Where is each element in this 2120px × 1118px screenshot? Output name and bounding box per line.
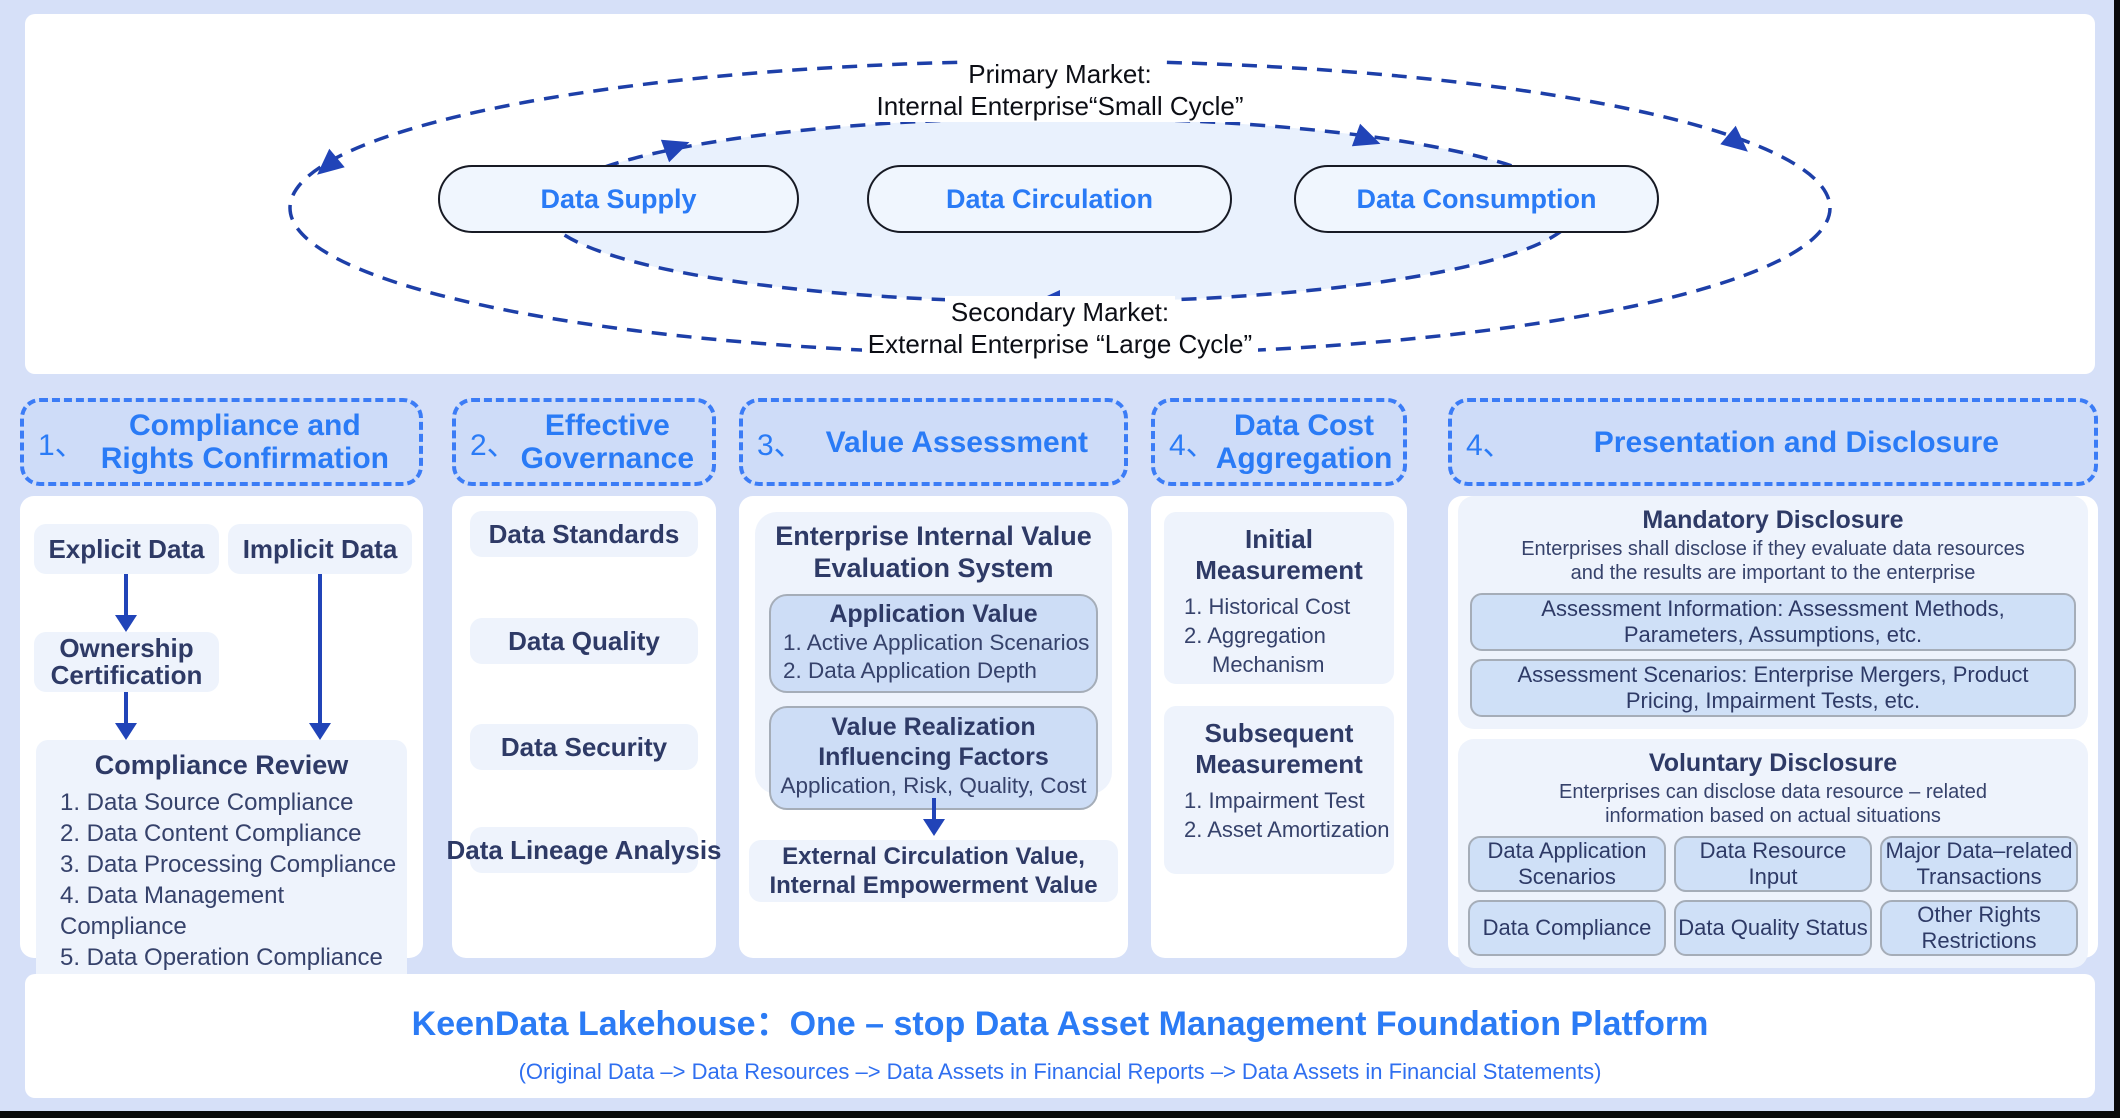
data-supply-pill: Data Supply xyxy=(438,165,799,233)
column-body-effective-governance: Data Standards Data Quality Data Securit… xyxy=(446,496,722,958)
column-title: Value Assessment xyxy=(825,425,1089,459)
assessment-information-chip: Assessment Information: Assessment Metho… xyxy=(1470,593,2076,651)
mandatory-disclosure-subtitle: Enterprises shall disclose if they evalu… xyxy=(1521,538,2025,584)
flow-arrow-icon xyxy=(1720,125,1748,152)
list-item: 1. Active Application Scenarios xyxy=(783,630,1090,655)
column-number: 3、 xyxy=(757,429,804,462)
value-realization-factors-box: Value Realization Influencing Factors Ap… xyxy=(769,706,1098,810)
data-application-scenarios-chip: Data Application Scenarios xyxy=(1468,836,1666,892)
column-title: Presentation and Disclosure xyxy=(1593,425,1999,459)
initial-measurement-title: Initial Measurement xyxy=(1195,524,1363,585)
list-item: 3. Data Processing Compliance xyxy=(60,851,397,878)
column-body-value-assessment: Enterprise Internal Value Evaluation Sys… xyxy=(739,496,1128,958)
market-cycle-panel: Primary Market: Internal Enterprise“Smal… xyxy=(25,14,2095,374)
value-realization-factors-title: Value Realization Influencing Factors xyxy=(818,713,1049,771)
list-item: 5. Data Operation Compliance xyxy=(60,944,383,971)
column-header-effective-governance: 2、 Effective Governance xyxy=(452,398,716,486)
list-item: 2. Asset Amortization xyxy=(1184,817,1390,842)
data-compliance-chip: Data Compliance xyxy=(1468,900,1666,956)
subsequent-measurement-box: Subsequent Measurement 1. Impairment Tes… xyxy=(1164,706,1394,874)
down-arrow-icon xyxy=(931,798,936,820)
other-rights-restrictions-chip: Other Rights Restrictions xyxy=(1880,900,2078,956)
mandatory-disclosure-title: Mandatory Disclosure xyxy=(1642,506,1904,534)
flow-arrow-icon xyxy=(317,148,345,175)
ownership-certification-box: Ownership Certification xyxy=(34,632,219,692)
application-value-title: Application Value xyxy=(829,600,1038,628)
assessment-scenarios-chip: Assessment Scenarios: Enterprise Mergers… xyxy=(1470,659,2076,717)
column-header-presentation-disclosure: 4、 Presentation and Disclosure xyxy=(1448,398,2098,486)
application-value-box: Application Value 1. Active Application … xyxy=(769,594,1098,693)
data-quality-box: Data Quality xyxy=(470,618,698,664)
column-title: Effective Governance xyxy=(520,409,695,475)
explicit-data-box: Explicit Data xyxy=(34,524,219,574)
list-item: 4. Data Management Compliance xyxy=(60,882,285,940)
column-body-compliance-rights: Explicit Data Implicit Data Ownership Ce… xyxy=(20,496,423,987)
compliance-review-box: Compliance Review 1. Data Source Complia… xyxy=(36,740,407,987)
initial-measurement-list: 1. Historical Cost 2. Aggregation Mechan… xyxy=(1164,592,1394,679)
flow-arrow-icon xyxy=(660,139,690,163)
list-item: 1. Impairment Test xyxy=(1184,788,1365,813)
primary-market-line1: Primary Market: xyxy=(962,58,1158,90)
voluntary-chip-grid: Data Application Scenarios Data Resource… xyxy=(1468,836,2078,956)
column-effective-governance: 2、 Effective Governance Data Standards D… xyxy=(446,398,722,958)
down-arrow-icon xyxy=(124,692,128,724)
circulation-value-box: External Circulation Value, Internal Emp… xyxy=(749,840,1118,902)
voluntary-disclosure-subtitle: Enterprises can disclose data resource –… xyxy=(1558,781,1987,827)
list-item: 2. Aggregation Mechanism xyxy=(1184,623,1326,677)
down-arrow-icon xyxy=(124,574,128,616)
secondary-market-line2: External Enterprise “Large Cycle” xyxy=(861,328,1259,360)
evaluation-system-title: Enterprise Internal Value Evaluation Sys… xyxy=(775,521,1092,583)
initial-measurement-box: Initial Measurement 1. Historical Cost 2… xyxy=(1164,512,1394,684)
column-title: Data Cost Aggregation xyxy=(1215,409,1393,475)
data-standards-box: Data Standards xyxy=(470,511,698,557)
primary-market-label: Primary Market: Internal Enterprise“Smal… xyxy=(25,58,2095,122)
column-number: 1、 xyxy=(38,429,85,462)
column-value-assessment: 3、 Value Assessment Enterprise Internal … xyxy=(739,398,1128,958)
implicit-data-box: Implicit Data xyxy=(228,524,412,574)
major-data-related-transactions-chip: Major Data–related Transactions xyxy=(1880,836,2078,892)
list-item: 1. Data Source Compliance xyxy=(60,789,354,816)
platform-subtitle: (Original Data –> Data Resources –> Data… xyxy=(518,1059,1602,1084)
column-body-presentation-disclosure: Mandatory Disclosure Enterprises shall d… xyxy=(1448,496,2098,968)
platform-title: KeenData Lakehouse：One – stop Data Asset… xyxy=(411,1005,1709,1043)
data-resource-input-chip: Data Resource Input xyxy=(1674,836,1872,892)
column-presentation-disclosure: 4、 Presentation and Disclosure Mandatory… xyxy=(1448,398,2098,968)
column-compliance-rights: 1、 Compliance and Rights Confirmation Ex… xyxy=(20,398,423,987)
application-value-list: 1. Active Application Scenarios 2. Data … xyxy=(771,629,1096,685)
column-number: 4、 xyxy=(1169,429,1216,462)
column-title: Compliance and Rights Confirmation xyxy=(100,409,389,475)
secondary-market-label: Secondary Market: External Enterprise “L… xyxy=(25,296,2095,360)
secondary-market-line1: Secondary Market: xyxy=(944,296,1176,328)
data-security-box: Data Security xyxy=(470,724,698,770)
voluntary-disclosure-title: Voluntary Disclosure xyxy=(1648,749,1898,777)
evaluation-system-box: Enterprise Internal Value Evaluation Sys… xyxy=(755,512,1112,810)
column-header-data-cost-aggregation: 4、 Data Cost Aggregation xyxy=(1151,398,1407,486)
column-number: 2、 xyxy=(470,429,517,462)
compliance-review-list: 1. Data Source Compliance 2. Data Conten… xyxy=(36,787,407,973)
subsequent-measurement-list: 1. Impairment Test 2. Asset Amortization xyxy=(1164,786,1394,844)
column-header-value-assessment: 3、 Value Assessment xyxy=(739,398,1128,486)
column-body-data-cost-aggregation: Initial Measurement 1. Historical Cost 2… xyxy=(1151,496,1407,958)
column-data-cost-aggregation: 4、 Data Cost Aggregation Initial Measure… xyxy=(1151,398,1407,958)
primary-market-line2: Internal Enterprise“Small Cycle” xyxy=(870,90,1250,122)
data-consumption-pill: Data Consumption xyxy=(1294,165,1659,233)
list-item: 2. Data Application Depth xyxy=(783,658,1037,683)
data-lineage-analysis-box: Data Lineage Analysis xyxy=(446,827,722,873)
subsequent-measurement-title: Subsequent Measurement xyxy=(1195,718,1363,779)
data-circulation-pill: Data Circulation xyxy=(867,165,1232,233)
data-quality-status-chip: Data Quality Status xyxy=(1674,900,1872,956)
down-arrow-icon xyxy=(318,574,322,724)
list-item: 2. Data Content Compliance xyxy=(60,820,362,847)
mandatory-disclosure-panel: Mandatory Disclosure Enterprises shall d… xyxy=(1458,496,2088,729)
compliance-review-title: Compliance Review xyxy=(94,750,349,780)
column-number: 4、 xyxy=(1466,429,1513,462)
voluntary-disclosure-panel: Voluntary Disclosure Enterprises can dis… xyxy=(1458,739,2088,968)
flow-arrow-icon xyxy=(1351,123,1381,147)
value-realization-factors-subtitle: Application, Risk, Quality, Cost xyxy=(780,773,1087,798)
list-item: 1. Historical Cost xyxy=(1184,594,1351,619)
column-header-compliance-rights: 1、 Compliance and Rights Confirmation xyxy=(20,398,423,486)
platform-banner: KeenData Lakehouse：One – stop Data Asset… xyxy=(25,974,2095,1098)
